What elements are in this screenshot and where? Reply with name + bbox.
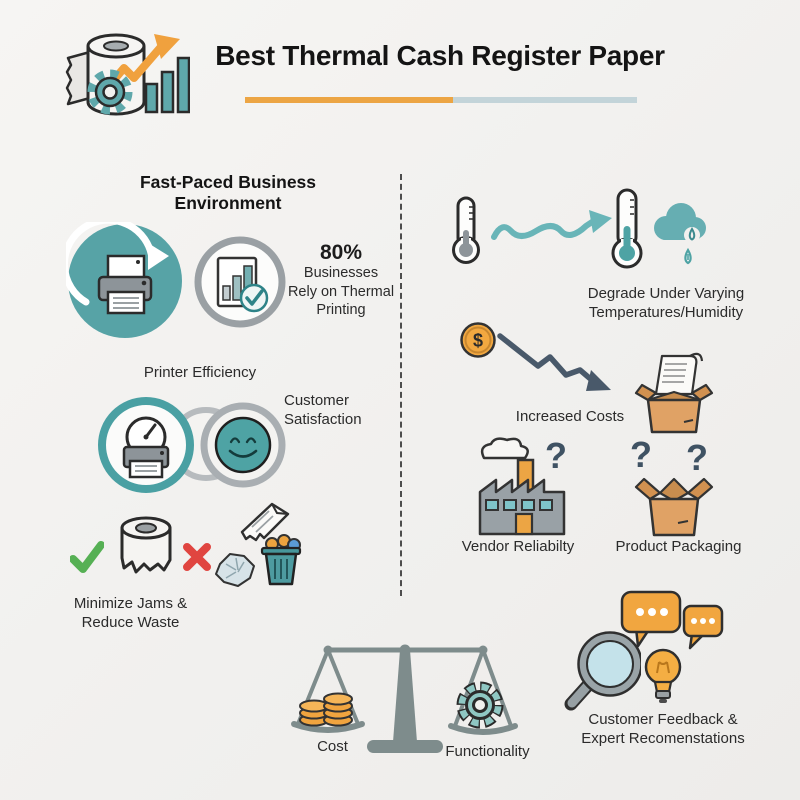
refresh-printer-icon (61, 216, 184, 340)
gauge-printer-icon (96, 395, 196, 495)
box-receipt-icon (632, 348, 716, 436)
open-box-icon (632, 469, 716, 539)
declining-arrow-icon (494, 330, 622, 402)
balance-scale-icon (283, 628, 528, 760)
stat-block: 80% Businesses Rely on Thermal Printing (278, 241, 404, 320)
thermometer-low-icon (449, 194, 483, 266)
minimize-jams-caption: Minimize Jams & Reduce Waste (73, 595, 188, 632)
title-underline-accent (245, 97, 453, 103)
stat-value: 80% (319, 241, 363, 264)
question-mark-icon: ? (686, 437, 708, 478)
torn-sheet-icon (236, 498, 294, 548)
factory-icon (468, 436, 578, 538)
crumpled-paper-icon (214, 550, 256, 588)
left-section-heading: Fast-Paced Business Environment (139, 172, 317, 214)
trash-bin-icon (258, 534, 304, 586)
increased-costs-label: Increased Costs (515, 408, 625, 425)
functionality-label: Functionality (445, 743, 530, 760)
dollar-coin-icon: $ (459, 321, 497, 359)
title-underline-secondary (453, 97, 637, 103)
chart-document-icon (192, 234, 288, 330)
wavy-arrow-icon (490, 203, 618, 251)
printer-efficiency-label: Printer Efficiency (143, 364, 257, 381)
magnifier-icon (563, 628, 643, 712)
degrade-caption: Degrade Under Varying Temperatures/Humid… (587, 285, 745, 322)
thermal-roll-logo-icon (58, 26, 191, 120)
product-packaging-label: Product Packaging (615, 538, 742, 555)
smiley-icon (199, 401, 287, 489)
page-title: Best Thermal Cash Register Paper (215, 40, 665, 71)
question-mark-icon: ? (630, 434, 652, 475)
rain-cloud-icon (648, 198, 710, 274)
cost-label: Cost (317, 738, 348, 755)
dollar-glyph: $ (473, 331, 483, 351)
vertical-dashed-divider (400, 174, 402, 596)
customer-feedback-caption: Customer Feedback & Expert Recomenstatio… (581, 711, 745, 748)
light-bulb-icon (640, 646, 686, 706)
vendor-reliability-label: Vendor Reliabilty (461, 538, 575, 555)
speech-bubbles-icon (616, 590, 724, 654)
check-icon (69, 541, 105, 573)
thermometer-high-icon (608, 186, 646, 270)
x-icon (181, 541, 213, 573)
customer-satisfaction-label: Customer Satisfaction (284, 392, 362, 429)
stat-caption: Businesses Rely on Thermal Printing (287, 265, 395, 319)
paper-roll-icon (110, 512, 182, 584)
question-mark-icon: ? (545, 435, 567, 476)
